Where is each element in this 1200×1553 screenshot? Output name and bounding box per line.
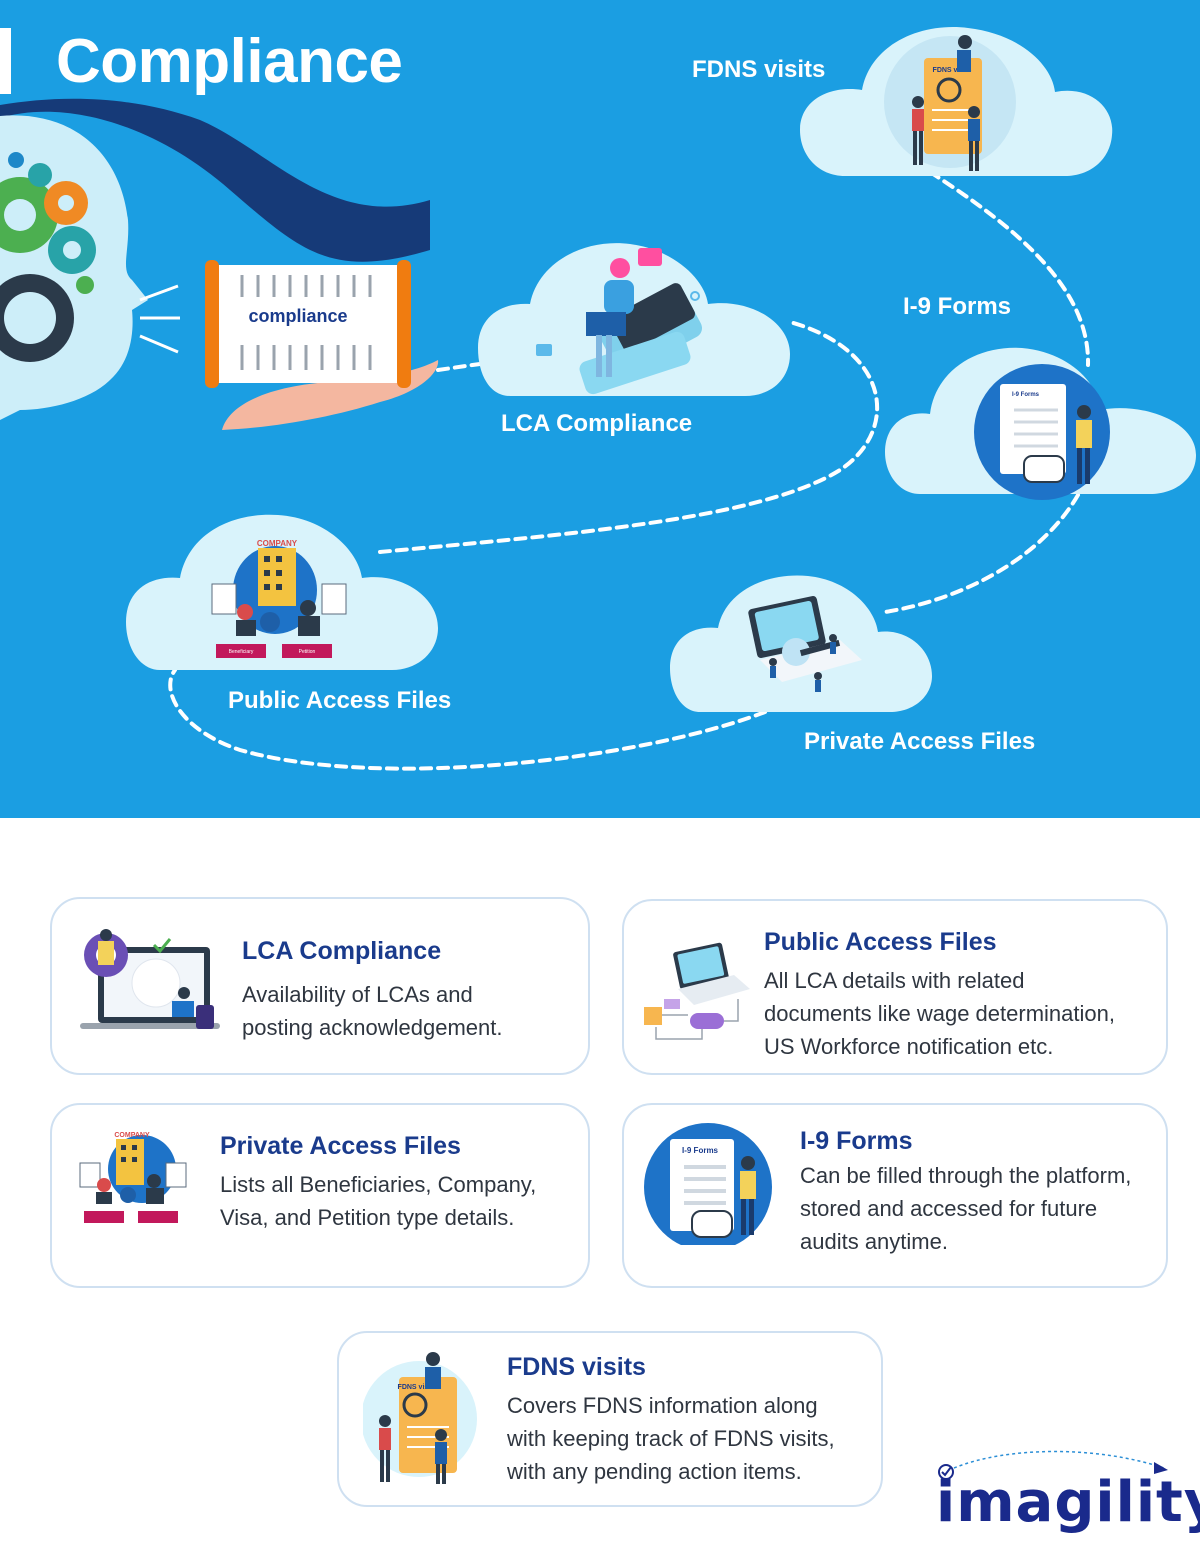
card-lca-body: Availability of LCAs and posting acknowl… [242, 978, 503, 1044]
card-public-title: Public Access Files [764, 928, 997, 956]
card-lca-title: LCA Compliance [242, 937, 442, 965]
card-lca-line-2: posting acknowledgement. [242, 1015, 503, 1040]
card-private-line-2: Visa, and Petition type details. [220, 1205, 515, 1230]
card-lca-line-1: Availability of LCAs and [242, 982, 473, 1007]
card-fdns-line-3: with any pending action items. [507, 1459, 802, 1484]
card-private-line-1: Lists all Beneficiaries, Company, [220, 1172, 537, 1197]
card-lca: LCA Compliance Availability of LCAs and … [50, 897, 590, 1075]
i9-card-doc-text: I-9 Forms [682, 1146, 719, 1155]
private-company-text: COMPANY [114, 1132, 150, 1139]
imagility-logo: imagility [928, 1448, 1200, 1538]
cloud-private [670, 575, 932, 712]
card-fdns-line-2: with keeping track of FDNS visits, [507, 1426, 835, 1451]
cloud-label-fdns: FDNS visits [692, 56, 826, 83]
head-illustration [0, 98, 430, 420]
card-fdns: FDNS visits FDNS visits Covers FDNS info… [337, 1331, 883, 1507]
fdns-card-icon: FDNS visits [363, 1352, 477, 1484]
cloud-lca [478, 243, 790, 396]
logo-swoosh-icon [938, 1450, 1168, 1480]
logo-text: imagility [936, 1470, 1200, 1535]
card-public: Public Access Files All LCA details with… [622, 899, 1168, 1075]
cloud-i9: I-9 Forms [885, 347, 1196, 500]
card-fdns-title: FDNS visits [507, 1353, 646, 1381]
card-i9-title: I-9 Forms [800, 1127, 913, 1155]
fdns-card-doc-text: FDNS visits [398, 1384, 437, 1391]
page-title: Compliance [56, 27, 403, 96]
public-company-text: COMPANY [257, 539, 298, 548]
card-i9-body: Can be filled through the platform, stor… [800, 1159, 1131, 1258]
card-i9: I-9 Forms I-9 Forms Can be filled throug… [622, 1103, 1168, 1288]
cloud-label-i9: I-9 Forms [903, 293, 1012, 320]
card-public-line-2: documents like wage determination, [764, 1001, 1115, 1026]
scroll-text: compliance [248, 306, 347, 326]
private-card-icon: COMPANY [79, 1132, 187, 1223]
connector-path [168, 170, 1091, 771]
cloud-fdns: FDNS visits [800, 27, 1113, 176]
card-public-line-1: All LCA details with related [764, 968, 1025, 993]
card-i9-line-2: stored and accessed for future [800, 1196, 1098, 1221]
cloud-label-private: Private Access Files [804, 728, 1036, 755]
card-public-line-3: US Workforce notification etc. [764, 1034, 1054, 1059]
title-accent-bar [0, 28, 11, 94]
card-i9-line-1: Can be filled through the platform, [800, 1163, 1132, 1188]
card-private-title: Private Access Files [220, 1132, 461, 1160]
cloud-label-public: Public Access Files [228, 687, 452, 714]
card-private: COMPANY Private Access Files Lists all B… [50, 1103, 590, 1288]
card-private-body: Lists all Beneficiaries, Company, Visa, … [220, 1168, 536, 1234]
public-desk-left: Beneficiary [229, 649, 254, 655]
card-i9-line-3: audits anytime. [800, 1229, 948, 1254]
public-desk-right: Petition [299, 649, 316, 655]
card-fdns-body: Covers FDNS information along with keepi… [507, 1389, 835, 1488]
cloud-public: COMPANY Beneficiary Petition [126, 514, 438, 670]
public-card-icon [644, 942, 750, 1040]
hero-illustration: compliance FDNS visits [0, 27, 1196, 771]
cloud-label-lca: LCA Compliance [501, 410, 693, 437]
card-fdns-line-1: Covers FDNS information along [507, 1393, 818, 1418]
card-public-body: All LCA details with related documents l… [764, 964, 1115, 1063]
i9-mini-doc-text: I-9 Forms [1012, 392, 1040, 398]
lca-card-icon [80, 929, 220, 1029]
fdns-mini-doc-text: FDNS visits [933, 67, 972, 74]
scroll-illustration: compliance [205, 260, 439, 430]
i9-card-icon: I-9 Forms [644, 1123, 772, 1245]
hero-section: compliance FDNS visits [0, 0, 1200, 818]
